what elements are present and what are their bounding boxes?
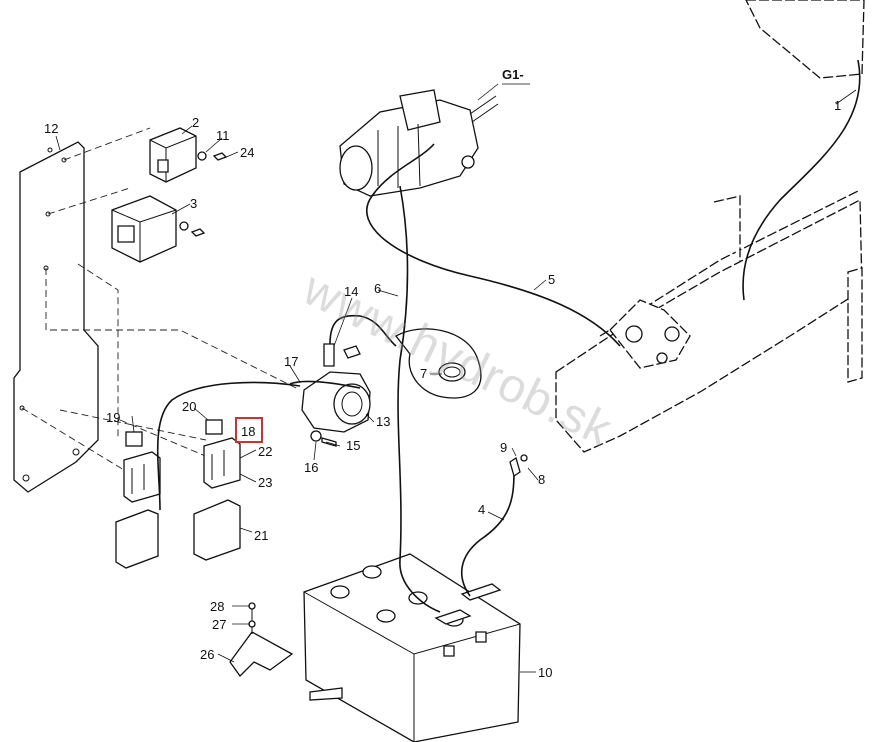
leader-lines (55, 83, 857, 673)
callout-26[interactable]: 26 (200, 647, 214, 662)
connector-label-g1[interactable]: G1- (502, 67, 524, 82)
callout-17[interactable]: 17 (284, 354, 298, 369)
callout-11[interactable]: 11 (216, 128, 230, 143)
callout-22[interactable]: 22 (258, 444, 272, 459)
callout-18-highlight (235, 417, 263, 443)
callout-8[interactable]: 8 (538, 472, 545, 487)
callouts: 1 2 3 4 5 6 7 8 9 10 11 12 13 14 15 16 1… (44, 67, 841, 680)
battery (303, 553, 521, 742)
callout-2[interactable]: 2 (192, 115, 199, 130)
fuse-holder-left (115, 431, 161, 569)
callout-7[interactable]: 7 (420, 366, 427, 381)
callout-3[interactable]: 3 (190, 196, 197, 211)
fuse-holder-right (193, 419, 241, 561)
callout-4[interactable]: 4 (478, 502, 485, 517)
callout-6[interactable]: 6 (374, 281, 381, 296)
callout-1[interactable]: 1 (834, 98, 841, 113)
callout-24[interactable]: 24 (240, 145, 254, 160)
compressor (301, 343, 371, 447)
cables (156, 59, 861, 613)
chassis-frame (555, 0, 865, 453)
callout-5[interactable]: 5 (548, 272, 555, 287)
callout-12[interactable]: 12 (44, 121, 58, 136)
callout-19[interactable]: 19 (106, 410, 120, 425)
relay-2 (149, 127, 228, 183)
relay-3 (111, 195, 206, 263)
terminal-8-9 (509, 454, 528, 478)
callout-16[interactable]: 16 (304, 460, 318, 475)
starter-motor (339, 89, 499, 197)
callout-10[interactable]: 10 (538, 665, 552, 680)
callout-15[interactable]: 15 (346, 438, 360, 453)
callout-9[interactable]: 9 (500, 440, 507, 455)
callout-14[interactable]: 14 (344, 284, 358, 299)
battery-clamp (229, 602, 294, 678)
callout-27[interactable]: 27 (212, 617, 226, 632)
callout-13[interactable]: 13 (376, 414, 390, 429)
clamp-detail (395, 328, 482, 399)
mounting-plate (13, 141, 99, 493)
callout-21[interactable]: 21 (254, 528, 268, 543)
callout-18[interactable]: 18 (241, 424, 255, 439)
callout-23[interactable]: 23 (258, 475, 272, 490)
callout-20[interactable]: 20 (182, 399, 196, 414)
callout-28[interactable]: 28 (210, 599, 224, 614)
